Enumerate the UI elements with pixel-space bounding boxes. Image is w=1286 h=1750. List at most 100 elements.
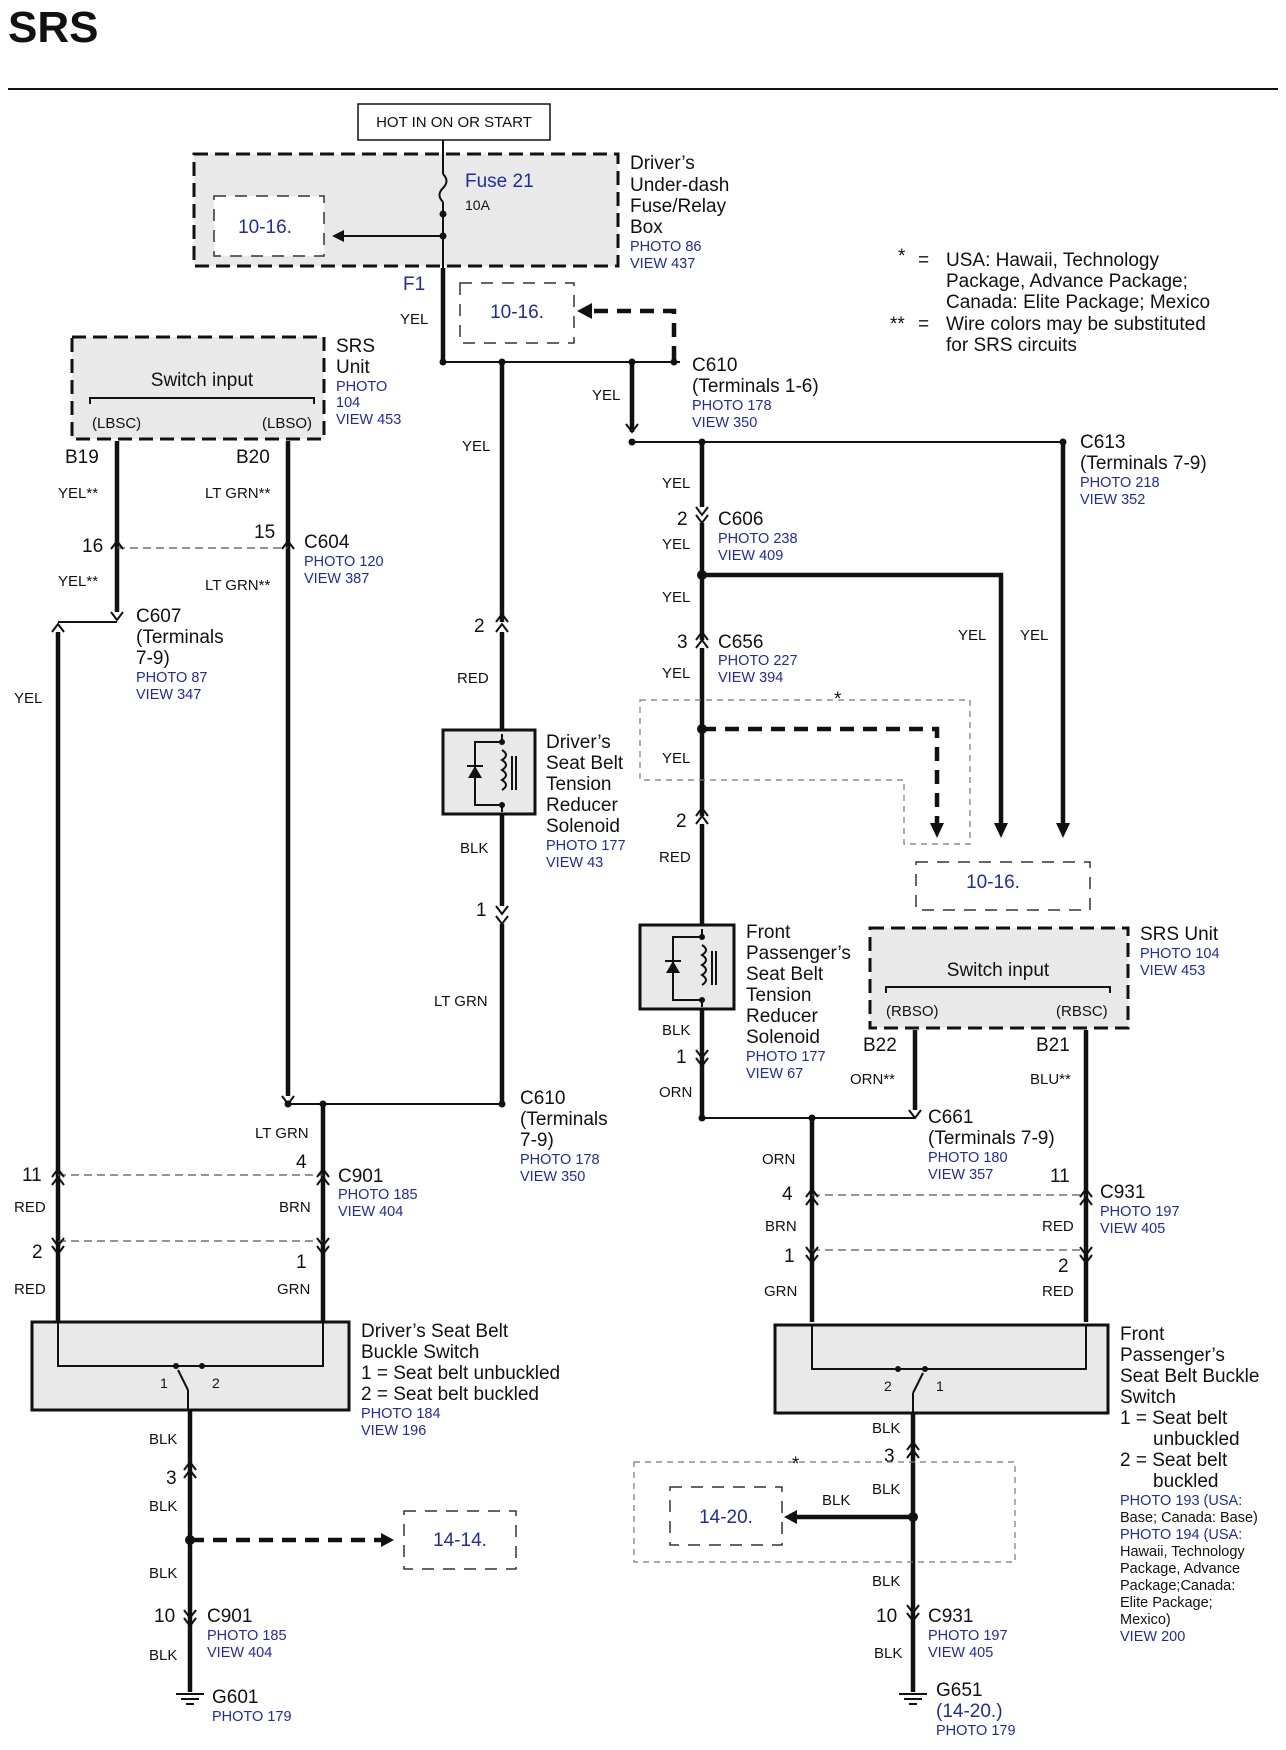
connector-photo[interactable]: PHOTO 218 [1080,475,1160,491]
solenoid-photo[interactable]: PHOTO 177 [546,838,626,854]
switch-pos: 1 [160,1375,168,1391]
srs-unit-view[interactable]: VIEW 453 [1140,963,1205,979]
link-box[interactable] [459,282,575,344]
fuse-box-view[interactable]: VIEW 437 [630,256,695,272]
connector-view[interactable]: VIEW 350 [692,415,757,431]
buckle-desc: buckled [1153,1471,1219,1492]
link-box[interactable] [669,1486,783,1546]
solenoid-view[interactable]: VIEW 43 [546,855,603,871]
connector-photo[interactable]: PHOTO 197 [1100,1204,1180,1220]
connector-photo[interactable]: PHOTO 197 [928,1628,1008,1644]
link-ref[interactable]: 10-16. [966,872,1020,893]
switch-circuit [811,1325,1087,1370]
connector-photo[interactable]: PHOTO 238 [718,531,798,547]
arrow-icon [381,1533,394,1547]
solenoid-photo[interactable]: PHOTO 177 [746,1049,826,1065]
option-star: * [792,1454,800,1475]
buckle-note: Package;Canada: [1120,1578,1235,1594]
connector-view[interactable]: VIEW 394 [718,670,783,686]
srs-unit-photo[interactable]: 104 [336,395,360,411]
connector-view[interactable]: VIEW 409 [718,548,783,564]
connector-arrow [1079,1195,1093,1206]
connector-view[interactable]: VIEW 405 [928,1645,993,1661]
connector-view[interactable]: VIEW 357 [928,1167,993,1183]
switch-arm [912,1372,924,1394]
connector-arrow [316,1167,330,1178]
ground-photo[interactable]: PHOTO 179 [936,1723,1016,1739]
link-ref[interactable]: (14-20.) [936,1701,1003,1722]
solenoid-view[interactable]: VIEW 67 [746,1066,803,1082]
srs-unit-view[interactable]: VIEW 453 [336,412,401,428]
wire-color: YEL [662,475,690,492]
buckle-view[interactable]: VIEW 196 [361,1423,426,1439]
connector-photo[interactable]: PHOTO 185 [207,1628,287,1644]
power-label: HOT IN ON OR START [376,114,532,131]
wire-color: LT GRN [255,1125,309,1142]
buckle-photo[interactable]: PHOTO 184 [361,1406,441,1422]
switch-pos: 1 [936,1378,944,1394]
pin-number: 1 [676,1047,687,1068]
connector-arrow [51,1175,65,1186]
wire-color: LT GRN** [205,577,270,594]
fuse-box-photo[interactable]: PHOTO 86 [630,239,701,255]
power-box [357,103,551,141]
splice-dot [670,358,678,366]
pin-number: 16 [82,536,103,557]
buckle-note[interactable]: PHOTO 193 (USA: [1120,1493,1242,1509]
srs-unit-photo[interactable]: PHOTO 104 [1140,946,1220,962]
connector-arrow [695,506,709,517]
ground-name: G601 [212,1687,258,1708]
connector-arrow [1079,1254,1093,1265]
wire-color: YEL [958,627,986,644]
pin-label: B19 [65,447,99,468]
connector-view[interactable]: VIEW 404 [207,1645,272,1661]
splice-dot [908,1512,918,1522]
wire-color: BLK [149,1431,177,1448]
terminal-dot [173,1363,179,1369]
buckle-desc: 1 = Seat belt [1120,1408,1228,1429]
connector-arrow [805,1246,819,1257]
link-box[interactable] [403,1510,517,1570]
connector-arrow [316,1237,330,1248]
connector-photo[interactable]: PHOTO 120 [304,554,384,570]
connector-photo[interactable]: PHOTO 180 [928,1150,1008,1166]
connector-arrow [51,1237,65,1248]
connector-photo[interactable]: PHOTO 178 [520,1152,600,1168]
link-ref[interactable]: 10-16. [238,217,292,238]
optional-wire [585,308,677,360]
ground-photo[interactable]: PHOTO 179 [212,1709,292,1725]
link-box[interactable] [213,195,325,257]
legend-text: Package, Advance Package; [946,271,1188,292]
connector-view[interactable]: VIEW 347 [136,687,201,703]
buckle-note: Package, Advance [1120,1561,1240,1577]
pin-number: 3 [677,632,688,653]
link-box[interactable] [915,861,1091,911]
connector-photo[interactable]: PHOTO 87 [136,670,207,686]
fuse-symbol [438,173,448,203]
passenger-solenoid [638,923,736,1011]
link-ref[interactable]: 10-16. [490,302,544,323]
buckle-name: Driver’s Seat Belt [361,1321,509,1342]
link-ref[interactable]: 14-14. [433,1530,487,1551]
connector-view[interactable]: VIEW 350 [520,1169,585,1185]
connector-view[interactable]: VIEW 387 [304,571,369,587]
buckle-note[interactable]: PHOTO 194 (USA: [1120,1527,1242,1543]
wire-color: RED [14,1281,46,1298]
srs-unit-photo[interactable]: PHOTO [336,379,387,395]
pin-number: 2 [32,1242,43,1263]
solenoid-name: Solenoid [546,816,620,837]
connector-view[interactable]: VIEW 405 [1100,1221,1165,1237]
connector-photo[interactable]: PHOTO 227 [718,653,798,669]
switch-pos: 2 [884,1378,892,1394]
link-ref[interactable]: 14-20. [699,1507,753,1528]
coil-icon [700,944,707,986]
connector-photo[interactable]: PHOTO 185 [338,1187,418,1203]
pin-function: (LBSO) [262,415,312,432]
connector-view[interactable]: VIEW 404 [338,1204,403,1220]
connector-photo[interactable]: PHOTO 178 [692,398,772,414]
wire-color: YEL [14,690,42,707]
solenoid-name: Reducer [546,795,618,816]
buckle-view[interactable]: VIEW 200 [1120,1629,1185,1645]
connector-view[interactable]: VIEW 352 [1080,492,1145,508]
